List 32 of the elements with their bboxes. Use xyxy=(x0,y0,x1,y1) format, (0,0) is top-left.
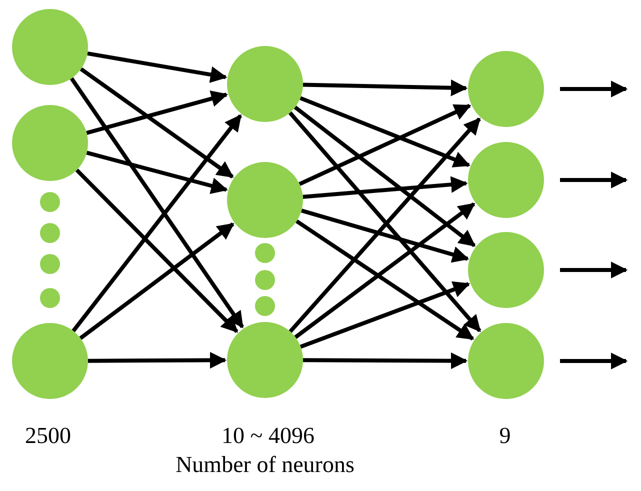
arrow xyxy=(80,67,234,178)
arrow xyxy=(79,222,234,340)
arrow xyxy=(72,114,242,332)
ellipsis-dot xyxy=(255,243,275,263)
arrow xyxy=(86,150,228,194)
layer-size-label: 9 xyxy=(499,423,511,449)
arrow xyxy=(302,176,468,199)
arrow xyxy=(560,262,628,278)
arrow xyxy=(88,352,227,369)
arrow xyxy=(86,90,228,135)
arrow xyxy=(303,352,468,370)
ellipsis-dot xyxy=(40,254,60,274)
arrow xyxy=(300,208,470,263)
arrow xyxy=(75,168,238,333)
arrow xyxy=(70,77,244,328)
arrow xyxy=(300,96,470,168)
arrow xyxy=(560,352,628,370)
arrow xyxy=(298,104,472,186)
ellipsis-dot xyxy=(255,296,275,316)
axis-caption: Number of neurons xyxy=(176,452,354,478)
arrow xyxy=(302,79,468,96)
arrow xyxy=(294,106,476,248)
arrow xyxy=(560,80,628,98)
layer-size-label: 10 ~ 4096 xyxy=(222,423,314,449)
arrow xyxy=(560,172,628,188)
arrow xyxy=(87,51,228,83)
ellipsis-dot xyxy=(40,223,60,243)
ellipsis-dot xyxy=(255,270,275,290)
ellipsis-dot xyxy=(40,192,60,212)
ellipsis-dot xyxy=(40,288,60,308)
layer-size-label: 2500 xyxy=(25,423,71,449)
arrow xyxy=(300,281,470,349)
